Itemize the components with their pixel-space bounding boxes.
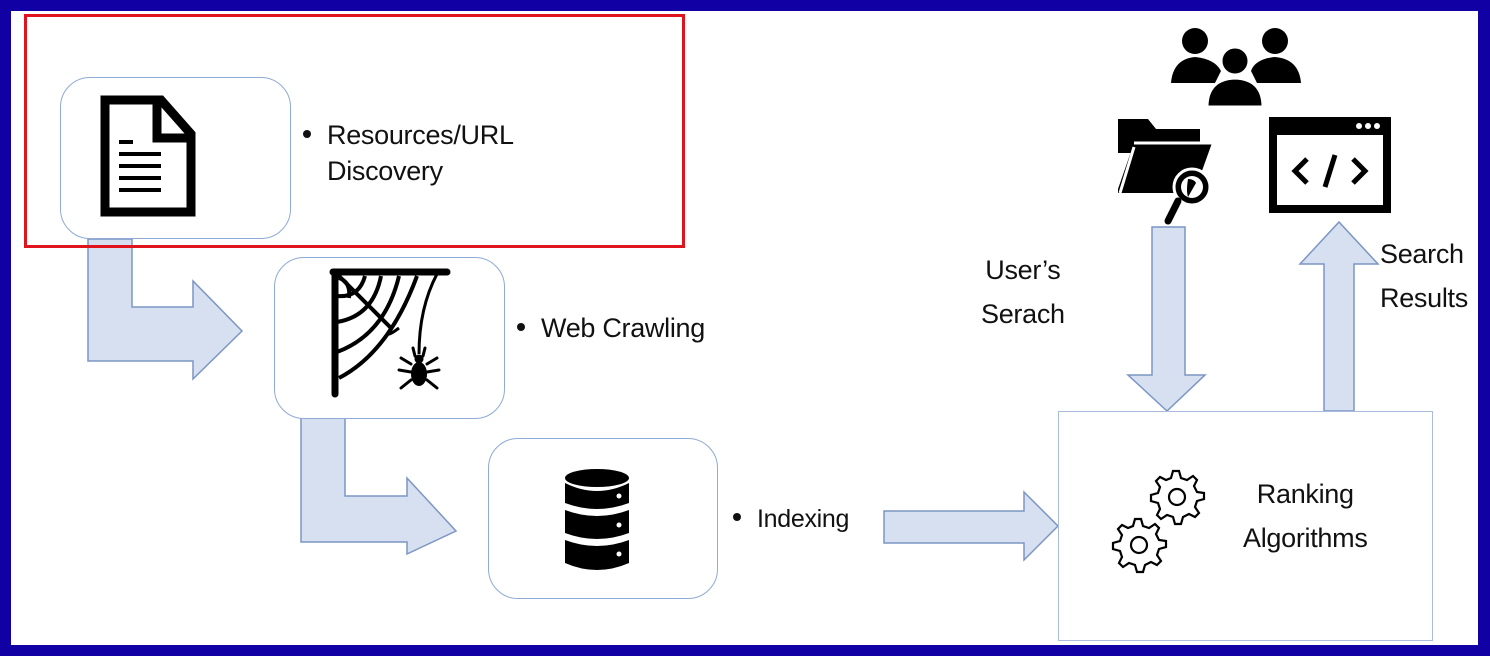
elbow-arrow-discovery-to-crawling: [87, 238, 244, 381]
arrow-ranking-to-results: [1298, 220, 1380, 412]
spider-web-icon: [329, 268, 451, 398]
label-line-2: Discovery: [327, 156, 443, 186]
step-label-indexing: Indexing: [733, 501, 849, 537]
elbow-arrow-crawling-to-indexing: [300, 415, 458, 556]
diagram-canvas: Resources/URL Discovery Web Crawling: [11, 11, 1478, 645]
folder-search-icon: [1118, 119, 1212, 225]
label-line-1: User’s: [985, 255, 1061, 285]
bullet-icon: [733, 513, 741, 522]
label-line-2: Serach: [981, 299, 1065, 329]
document-icon: [100, 95, 196, 217]
gears-icon: [1111, 469, 1206, 574]
label-line-1: Resources/URL: [327, 120, 514, 150]
ranking-label: Ranking Algorithms: [1243, 472, 1368, 560]
step-label-crawling: Web Crawling: [517, 310, 705, 346]
bullet-icon: [517, 322, 525, 331]
ranking-box[interactable]: Ranking Algorithms: [1058, 411, 1433, 641]
label-line-1: Search: [1380, 239, 1464, 269]
label-text: Indexing: [757, 505, 850, 533]
step-box-indexing[interactable]: [488, 438, 718, 599]
arrow-indexing-to-ranking: [883, 490, 1060, 562]
label-line-1: Ranking: [1256, 479, 1354, 509]
label-text: Web Crawling: [541, 313, 705, 343]
query-label: User’s Serach: [981, 248, 1065, 336]
bullet-icon: [303, 129, 311, 138]
database-icon: [565, 469, 629, 570]
highlight-box: [24, 14, 685, 248]
code-window-icon: [1269, 117, 1391, 213]
label-line-2: Results: [1380, 283, 1468, 313]
label-line-2: Algorithms: [1243, 523, 1368, 553]
step-box-discovery[interactable]: [60, 77, 291, 239]
step-label-discovery: Resources/URL Discovery: [303, 117, 514, 189]
results-label: Search Results: [1380, 232, 1468, 320]
step-box-crawling[interactable]: [274, 257, 505, 419]
arrow-query-to-ranking: [1126, 226, 1207, 413]
users-group-icon: [1171, 28, 1301, 109]
